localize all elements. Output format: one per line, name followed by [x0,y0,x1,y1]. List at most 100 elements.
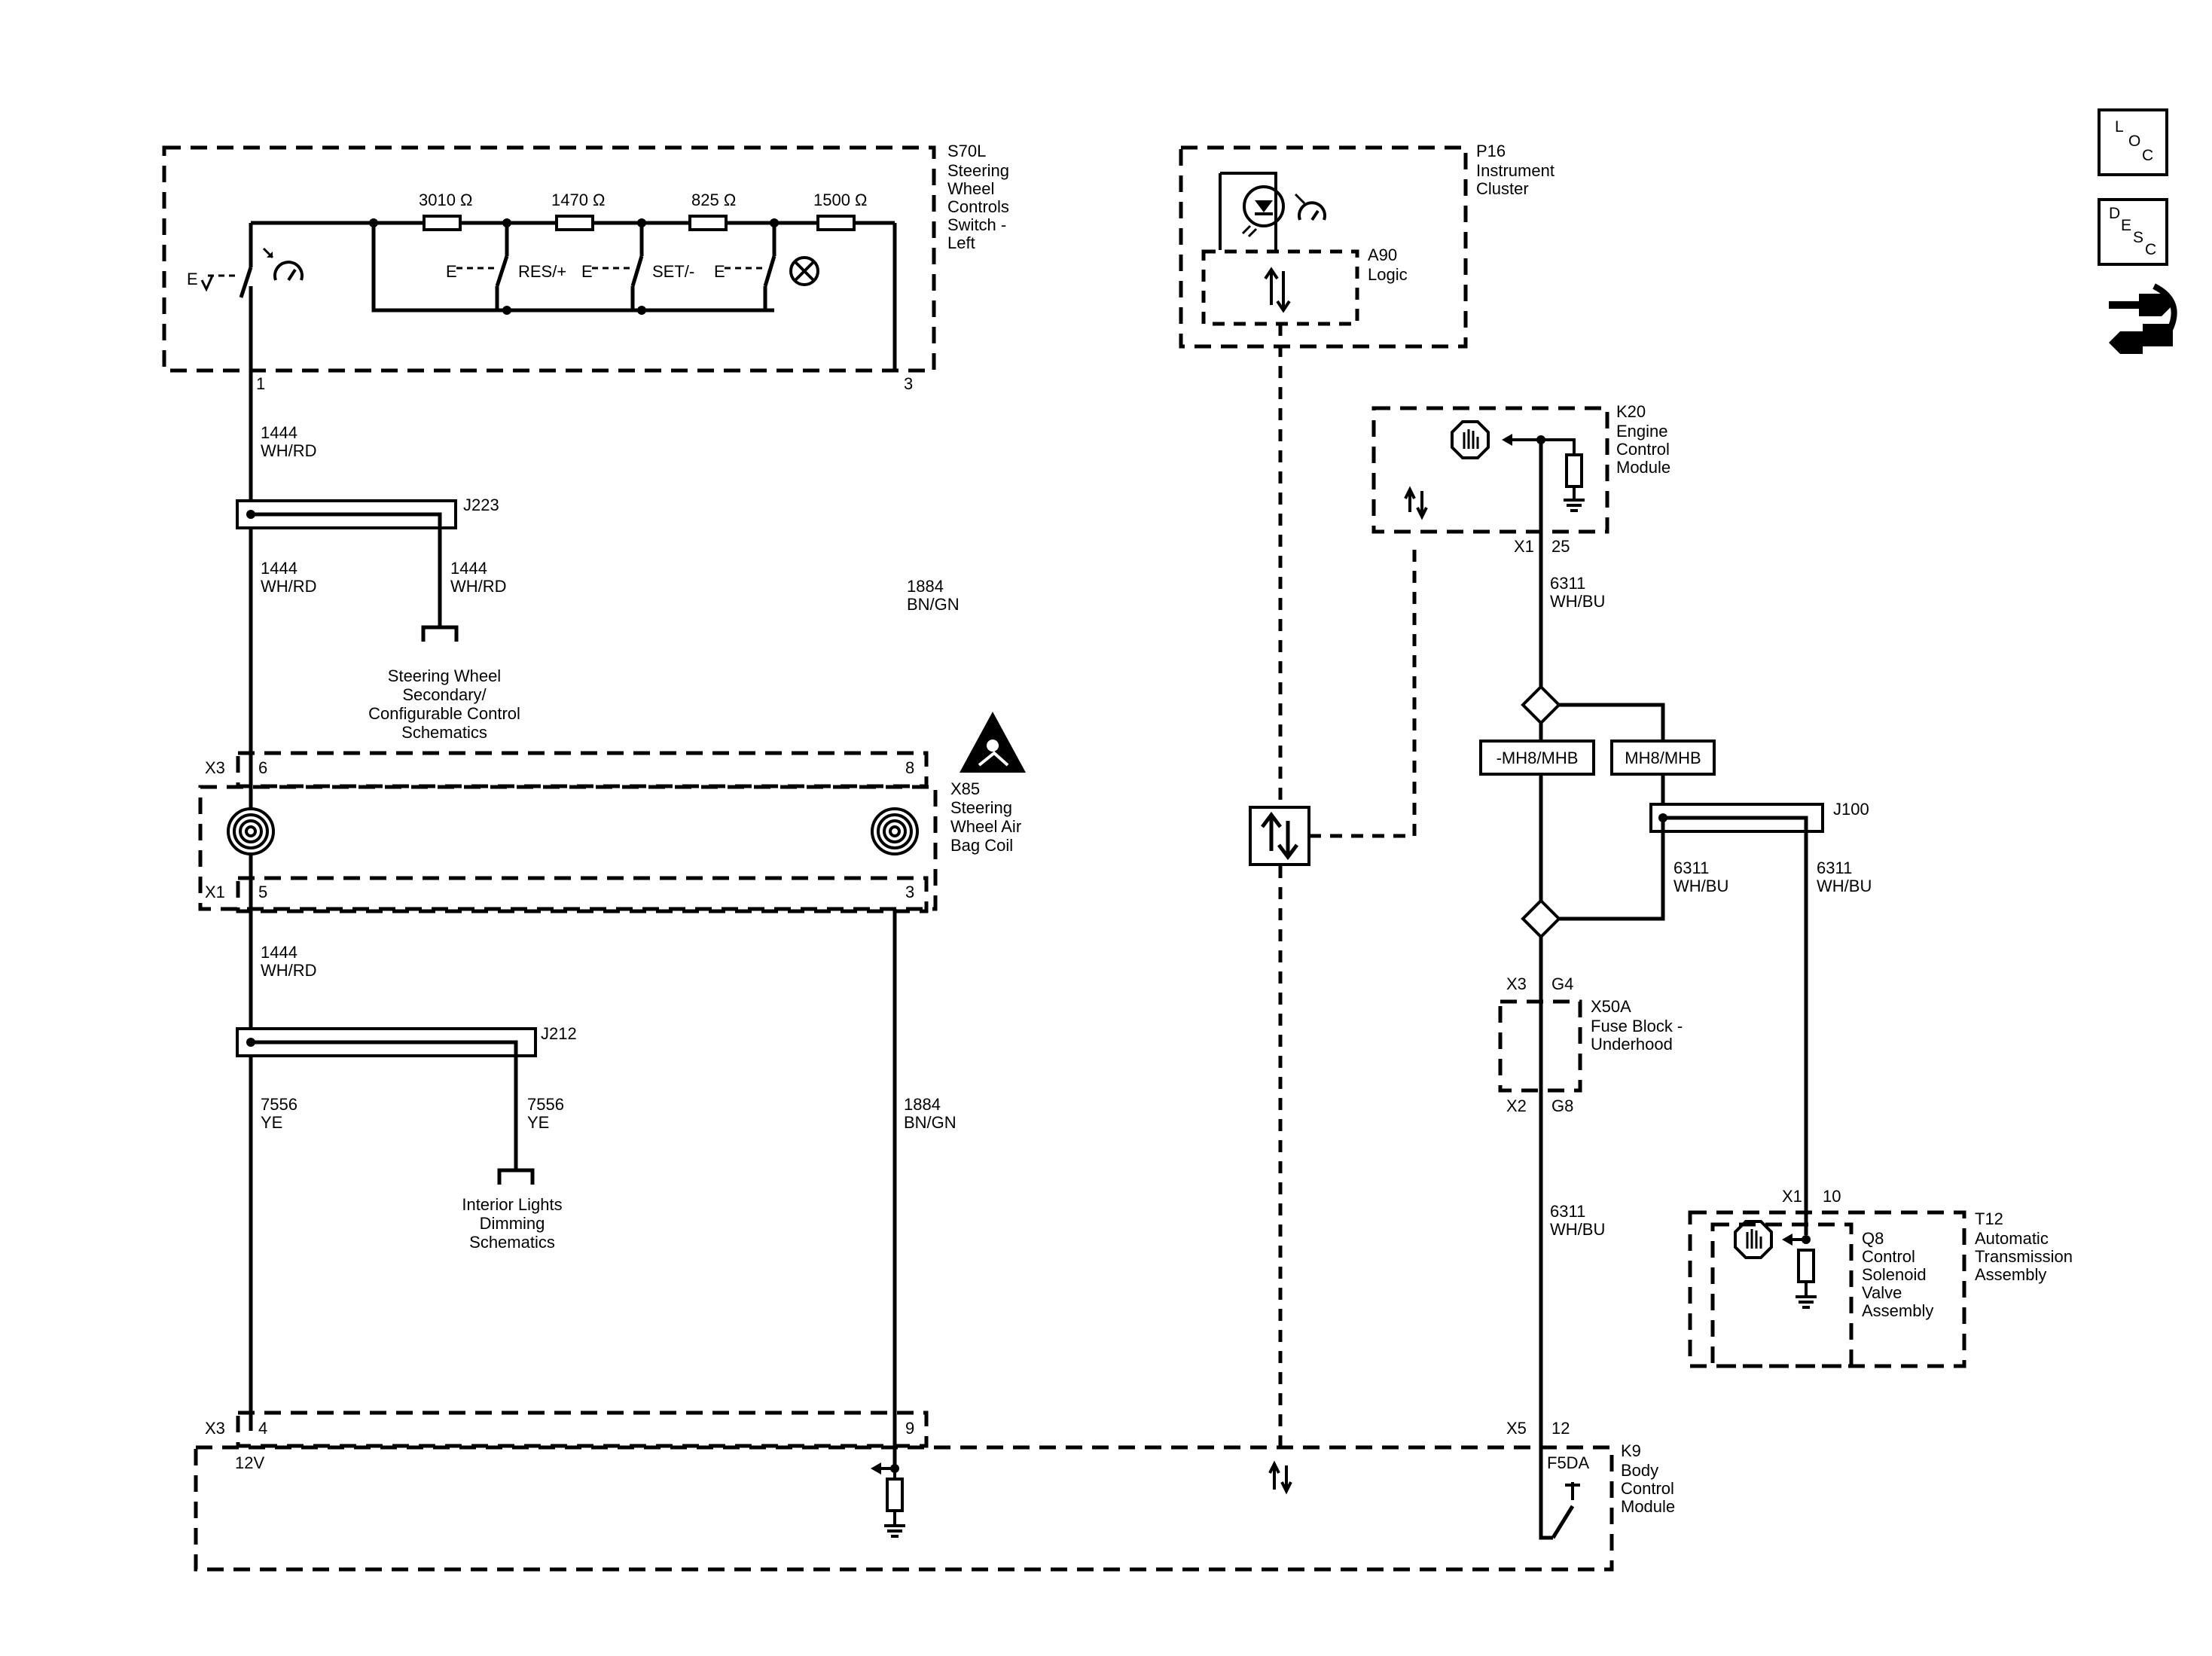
x85-top-conn: X3 [205,758,225,777]
w6311b-num: 6311 [1673,858,1709,877]
k9-name-3: Module [1621,1497,1675,1516]
x85-pin-3: 3 [905,883,914,901]
w6311d-num: 6311 [1550,1202,1585,1221]
x50a-name-1: Fuse Block - [1591,1017,1683,1035]
w1444d-color: WH/RD [261,961,317,980]
k20-name-3: Module [1616,458,1670,477]
x85-pin-6: 6 [258,758,267,777]
resistor-label-825: 825 Ω [691,191,736,209]
k9-conn-right: X5 [1506,1419,1527,1438]
s70l-switch: S70L Steering Wheel Controls Switch - Le… [162,142,1009,393]
q8-id: Q8 [1862,1229,1884,1248]
x50a-fuse-block: X3 G4 X2 G8 X50A Fuse Block - Underhood [1498,974,1683,1115]
serial-data-gateway [1249,806,1310,866]
x85-name-3: Bag Coil [950,836,1013,855]
desc-letter-s: S [2133,229,2143,246]
t12-id: T12 [1975,1209,2003,1228]
loc-letter-l: L [2115,118,2124,136]
x85-bot-conn: X1 [205,883,225,901]
s70l-name-2: Wheel [947,179,994,198]
k9-pin-12: 12 [1551,1419,1570,1438]
cancel-symbol [789,256,819,286]
s70l-e-3: E [714,262,725,281]
w1444c-color: WH/RD [450,577,507,596]
option-left-badge: -MH8/MHB [1479,740,1595,776]
desc-button[interactable]: D E S C [2098,198,2168,266]
k9-name-1: Body [1621,1461,1658,1480]
cruise-gauge-icon-p16 [1294,193,1326,221]
w6311c-num: 6311 [1817,858,1852,877]
k9-body-control-module: X3 4 9 X5 12 12V K9 Body Control Module … [194,1410,1675,1572]
p16-name-1: Instrument [1476,161,1555,180]
j223-ref-1[interactable]: Steering Wheel [388,666,501,685]
loc-button[interactable]: L O C [2098,108,2168,176]
x50a-id: X50A [1591,997,1631,1016]
s70l-name-1: Steering [947,161,1009,180]
resistor-label-1470: 1470 Ω [551,191,606,209]
x85-pin-8: 8 [905,758,914,777]
connector-view-icon[interactable] [2109,283,2177,354]
stop-hand-icon-k20 [1451,420,1490,459]
set-minus-label: SET/- [652,262,694,281]
k9-pin-9: 9 [905,1419,914,1438]
stop-hand-icon-q8 [1734,1220,1773,1259]
p16-instrument-cluster: P16 Instrument Cluster A90 Logic [1179,142,1555,349]
s70l-pin-3: 3 [904,374,913,393]
k20-name-1: Engine [1616,422,1668,441]
j212-ref-3[interactable]: Schematics [469,1233,555,1252]
s70l-e-2: E [581,262,593,281]
w1444b-color: WH/RD [261,577,317,596]
w7556a-num: 7556 [261,1095,297,1114]
j223-ref-2[interactable]: Secondary/ [402,685,487,704]
j212-ref-1[interactable]: Interior Lights [462,1195,562,1214]
serial-data-link-k20 [1309,544,1417,838]
p16-id: P16 [1476,142,1506,160]
coil-right [871,807,919,855]
res-plus-label: RES/+ [518,262,566,281]
p16-name-2: Cluster [1476,179,1529,198]
a90-logic: A90 Logic [1201,246,1408,326]
w6311d-color: WH/BU [1550,1220,1605,1239]
w7556a-color: YE [261,1113,282,1132]
t12-pin-10: 10 [1823,1187,1841,1206]
desc-letter-c: C [2145,241,2156,258]
resistor-3010 [423,215,462,231]
x50a-top-conn: X3 [1506,974,1527,993]
airbag-warning-icon[interactable] [960,712,1026,773]
t12-name-1: Automatic [1975,1229,2049,1248]
w1884a-color: BN/GN [907,595,960,614]
j100-id: J100 [1833,800,1869,819]
t12-conn: X1 [1782,1187,1802,1206]
k9-name-2: Control [1621,1479,1674,1498]
w1884a-num: 1884 [907,577,944,596]
a90-id: A90 [1368,246,1397,264]
w1444d-num: 1444 [261,943,297,962]
k9-id: K9 [1621,1441,1641,1460]
loc-letter-o: O [2128,133,2140,150]
s70l-pin-1: 1 [256,374,265,393]
k20-id: K20 [1616,402,1646,421]
x50a-top-pin: G4 [1551,974,1573,993]
s70l-name-4: Switch - [947,215,1006,234]
k20-name-2: Control [1616,440,1670,459]
j212-ref-2[interactable]: Dimming [480,1214,545,1233]
w1444a-color: WH/RD [261,441,317,460]
t12-transmission: X1 10 T12 Automatic Transmission Assembl… [1688,1187,2073,1368]
w1884b-num: 1884 [904,1095,941,1114]
x85-id: X85 [950,779,980,798]
x50a-bot-conn: X2 [1506,1096,1527,1115]
q8-name-4: Assembly [1862,1301,1933,1320]
desc-letter-e: E [2121,217,2131,234]
j223-ref-3[interactable]: Configurable Control [368,704,520,723]
resistor-1500 [816,215,856,231]
w1444a-num: 1444 [261,423,297,442]
j223-ref-4[interactable]: Schematics [401,723,487,742]
s70l-name-3: Controls [947,197,1009,216]
option-right-badge: MH8/MHB [1610,740,1716,776]
w6311a-color: WH/BU [1550,592,1605,611]
indicator-led-icon [1241,185,1285,238]
coil-left [227,807,275,855]
j100-splice: J100 6311 WH/BU 6311 WH/BU [1649,800,1872,1235]
